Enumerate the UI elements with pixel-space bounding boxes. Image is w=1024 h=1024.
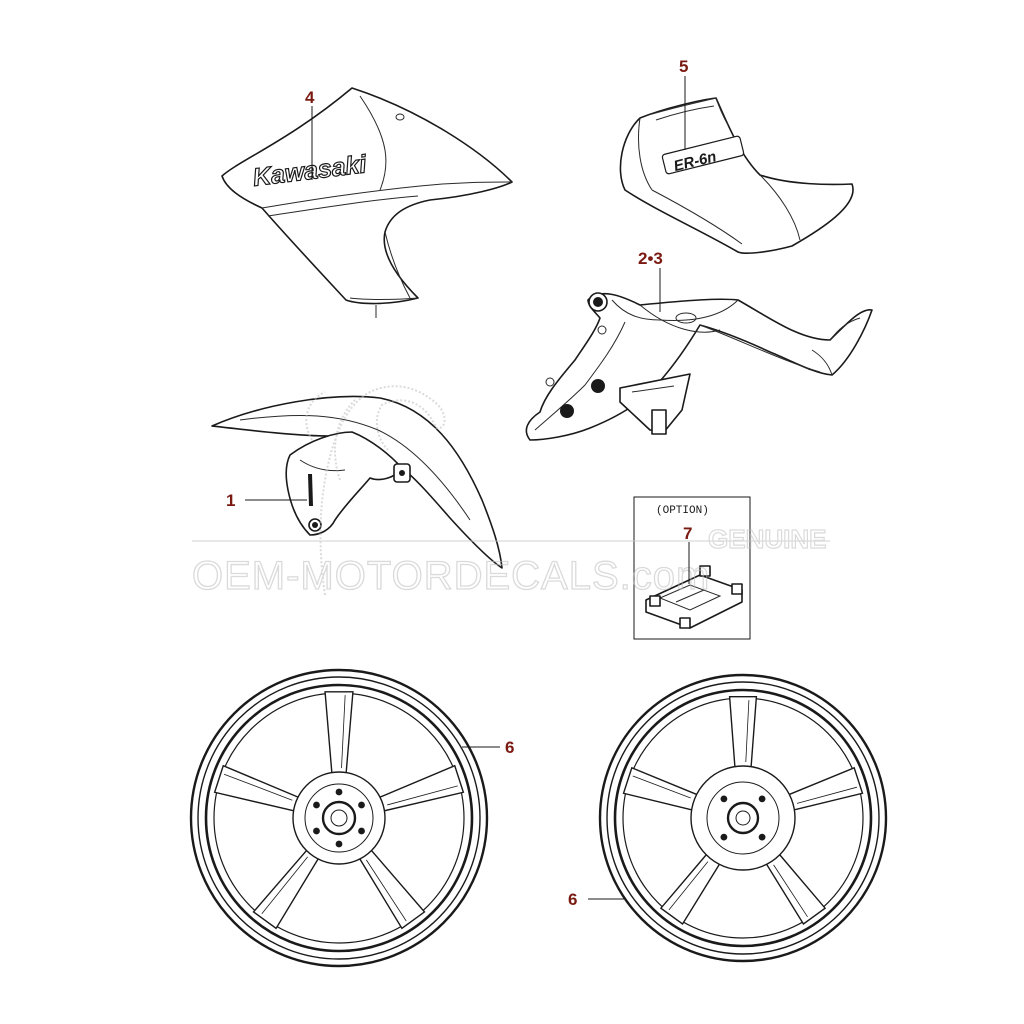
watermark-genuine: GENUINE (708, 524, 826, 554)
spoke-edge (365, 859, 407, 922)
hub-bolt (758, 833, 766, 841)
hub-bolt (335, 788, 343, 796)
watermark: GENUINE OEM-MOTORDECALS.com (191, 385, 830, 599)
hub-bolt (720, 795, 728, 803)
option-box: (OPTION) (633, 496, 751, 640)
callout-7: 7 (683, 524, 692, 543)
spoke-edge (223, 773, 293, 801)
callout-5: 5 (679, 57, 688, 76)
hub-bolt (313, 801, 320, 809)
hub-bolt (358, 801, 365, 809)
spoke-edge (632, 775, 691, 799)
tank-shroud: Kawasaki (221, 87, 513, 318)
rear-wheel (598, 673, 888, 963)
front-fender (211, 395, 503, 569)
spoke-edge (773, 864, 808, 918)
rear-wheel-spokes (622, 696, 864, 925)
spoke-edge (261, 856, 308, 915)
seat: ER-6n (619, 97, 854, 254)
spoke-edge (745, 700, 750, 763)
hub-bolt (758, 795, 766, 803)
front-wheel (189, 668, 489, 968)
spoke-edge (796, 786, 858, 804)
hub-bolt (720, 833, 728, 841)
callout-2-3: 2•3 (638, 249, 663, 268)
callouts: 1 2•3 4 5 6 6 7 (226, 57, 692, 909)
option-label: (OPTION) (656, 505, 709, 517)
tail-side-cover (525, 292, 873, 441)
hub-bolt (313, 827, 320, 835)
callout-6-front: 6 (505, 738, 514, 757)
spoke-edge (341, 695, 346, 769)
callout-4: 4 (305, 88, 315, 107)
front-wheel-spokes (213, 691, 465, 930)
leader-lines (245, 76, 690, 900)
spoke-edge (668, 861, 709, 911)
spoke-edge (387, 785, 458, 806)
hub-bolt (358, 827, 365, 835)
hub-bolt (335, 840, 343, 848)
parrot-watermark-icon (305, 385, 446, 596)
wheel-spoke (728, 696, 758, 770)
callout-1: 1 (226, 491, 235, 510)
callout-6-rear: 6 (568, 890, 577, 909)
grip-pad (645, 565, 743, 629)
watermark-site: OEM-MOTORDECALS.com (192, 554, 710, 598)
